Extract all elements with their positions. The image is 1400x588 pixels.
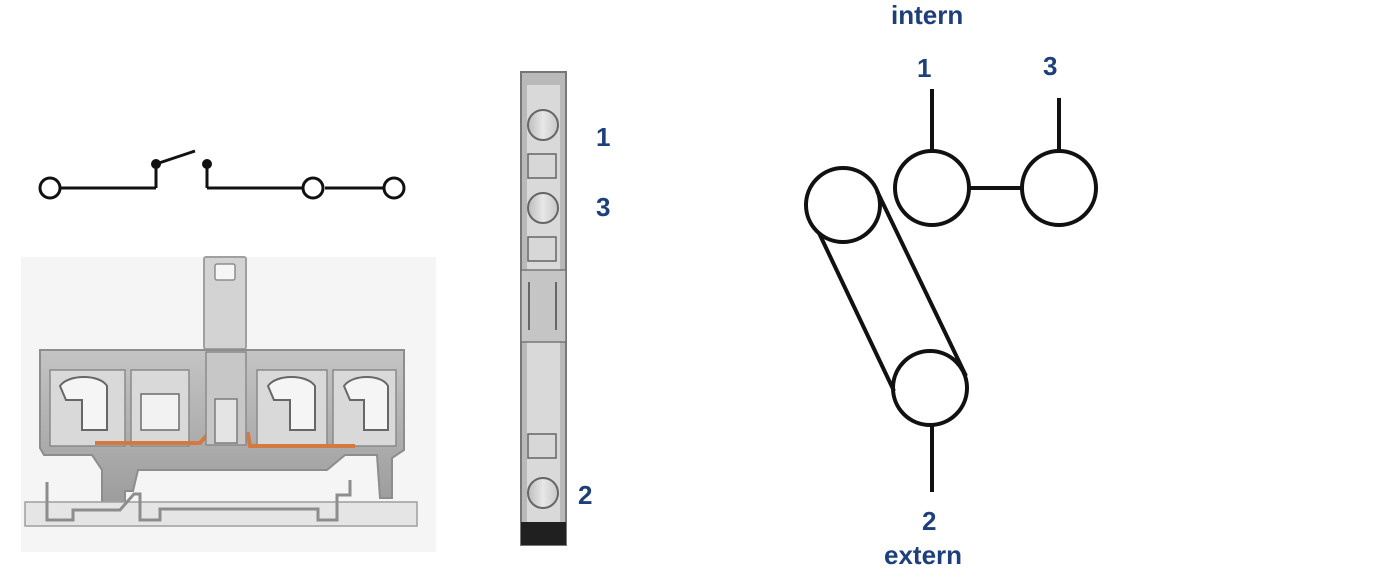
schematic-label-extern: extern: [884, 540, 963, 570]
front-bottom-strip: [521, 522, 566, 545]
schematic-label-intern: intern: [891, 0, 964, 30]
front-label-1: 1: [596, 122, 611, 152]
din-rail-base: [24, 501, 418, 527]
front-label-2: 2: [578, 480, 593, 510]
switch-symbol: [38, 149, 406, 200]
connection-schematic: [804, 89, 1098, 492]
schematic-node-3: [1020, 149, 1098, 227]
switch-blade: [155, 149, 196, 166]
schematic-node-2: [891, 349, 969, 427]
schematic-node-1: [893, 149, 971, 227]
center-module-window: [214, 398, 238, 444]
front-port-1: [527, 109, 559, 141]
spring-clamp-3: [342, 376, 389, 431]
schematic-switch-node: [804, 166, 882, 244]
schematic-switch-edge-left: [817, 232, 896, 392]
spring-clamp-2: [266, 376, 316, 431]
release-lever-slot: [214, 263, 236, 281]
terminal-circle-left: [38, 176, 62, 200]
front-label-3: 3: [596, 192, 611, 222]
front-marker-2: [527, 433, 557, 459]
schematic-label-2: 2: [922, 506, 937, 536]
front-port-3: [527, 192, 559, 224]
terminal-block-illustration: [21, 256, 436, 552]
terminal-circle-middle: [301, 176, 325, 200]
schematic-label-3: 3: [1043, 51, 1058, 81]
front-center-section: [520, 269, 567, 343]
spring-clamp-1: [58, 376, 108, 431]
front-marker-1: [527, 153, 557, 179]
terminal-front-view: [520, 71, 567, 546]
terminal-circle-right: [382, 176, 406, 200]
front-port-2: [527, 477, 559, 509]
front-marker-3: [527, 236, 557, 262]
schematic-switch-edge-right: [875, 190, 968, 377]
schematic-label-1: 1: [917, 53, 932, 83]
disconnect-insert: [140, 393, 180, 431]
mounting-foot: [45, 480, 352, 522]
